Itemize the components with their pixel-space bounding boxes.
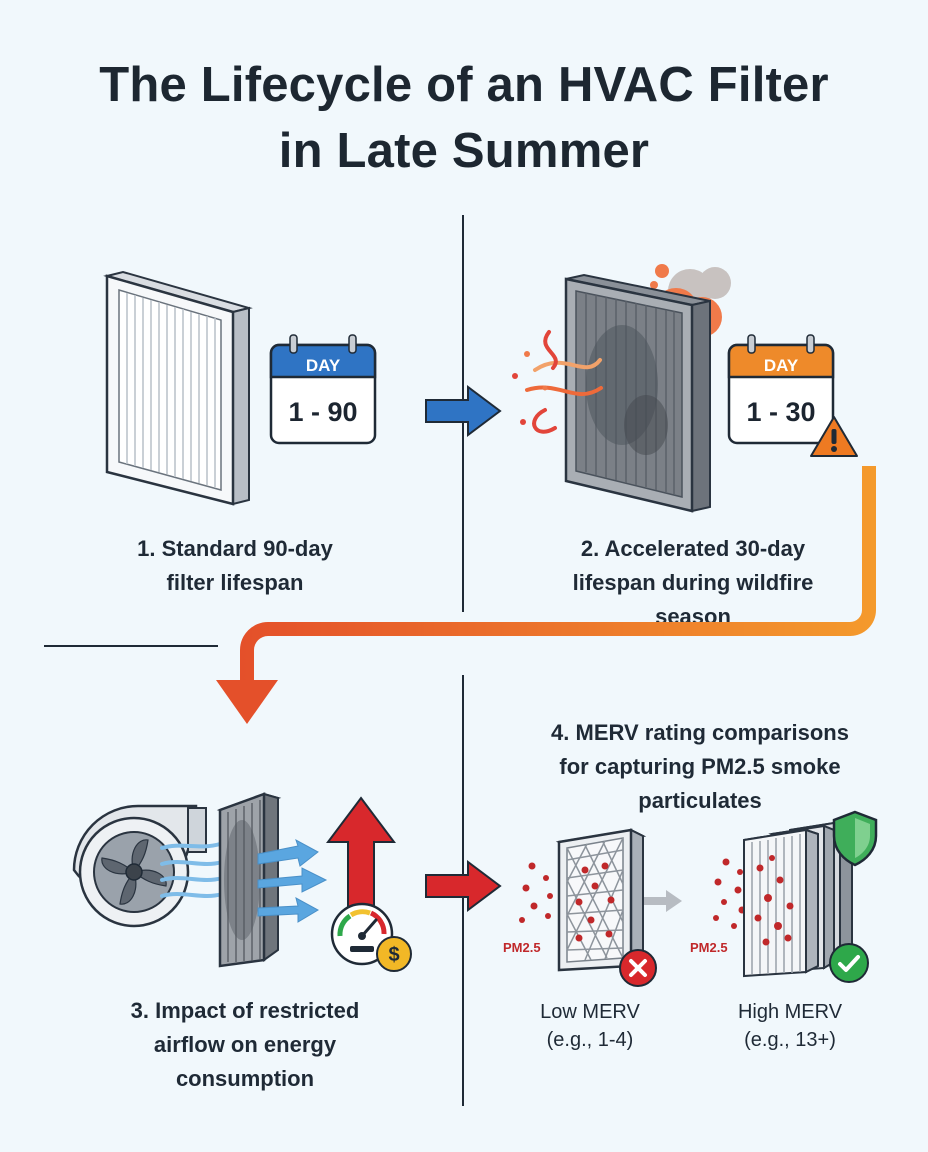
- arrow-right-red: [425, 860, 502, 912]
- panel3-caption: 3. Impact of restricted airflow on energ…: [130, 998, 360, 1091]
- cross-icon: [619, 949, 657, 987]
- low-merv-filter-icon: [555, 828, 647, 972]
- high-merv-filter-icon: [743, 820, 853, 978]
- calendar-range-2: 1 - 30: [746, 397, 815, 427]
- shield-icon: [832, 810, 878, 867]
- warning-icon: [810, 416, 858, 457]
- arrow-right-blue: [425, 385, 502, 437]
- page-title: The Lifecycle of an HVAC Filter in Late …: [0, 52, 928, 184]
- pass-through-arrow: [644, 890, 682, 912]
- calendar-header-1: DAY: [306, 356, 341, 375]
- pm25-label-low: PM2.5: [503, 940, 541, 955]
- pm25-label-high: PM2.5: [690, 940, 728, 955]
- calendar-range-1: 1 - 90: [288, 397, 357, 427]
- panel4-caption: 4. MERV rating comparisons for capturing…: [551, 720, 849, 813]
- blower-fan-icon: [72, 804, 207, 928]
- low-merv-label: Low MERV (e.g., 1-4): [540, 1001, 640, 1051]
- smoke-swirl-icon: [512, 330, 603, 434]
- title-line-1: The Lifecycle of an HVAC Filter: [99, 58, 829, 112]
- title-line-2: in Late Summer: [278, 124, 650, 178]
- clean-filter-icon: [103, 270, 253, 506]
- panel1-caption: 1. Standard 90-day filter lifespan: [137, 536, 333, 595]
- panel2-caption: 2. Accelerated 30-day lifespan during wi…: [572, 536, 814, 629]
- calendar-icon-90: DAY 1 - 90: [269, 334, 377, 445]
- dollar-icon: $: [388, 944, 399, 966]
- airflow-lines-icon: [160, 842, 224, 898]
- check-icon: [829, 943, 869, 983]
- calendar-header-2: DAY: [764, 356, 799, 375]
- clogged-filter-icon: [216, 792, 282, 968]
- dirty-filter-icon: [564, 273, 711, 513]
- energy-gauge-icon: $: [330, 902, 412, 972]
- airflow-arrows-blue: [257, 838, 328, 923]
- calendar-icon-30: DAY 1 - 30: [727, 334, 835, 445]
- high-merv-label: High MERV (e.g., 13+): [737, 1001, 843, 1051]
- pm-particles-low: [519, 862, 553, 923]
- pm-particles-high: [713, 858, 746, 929]
